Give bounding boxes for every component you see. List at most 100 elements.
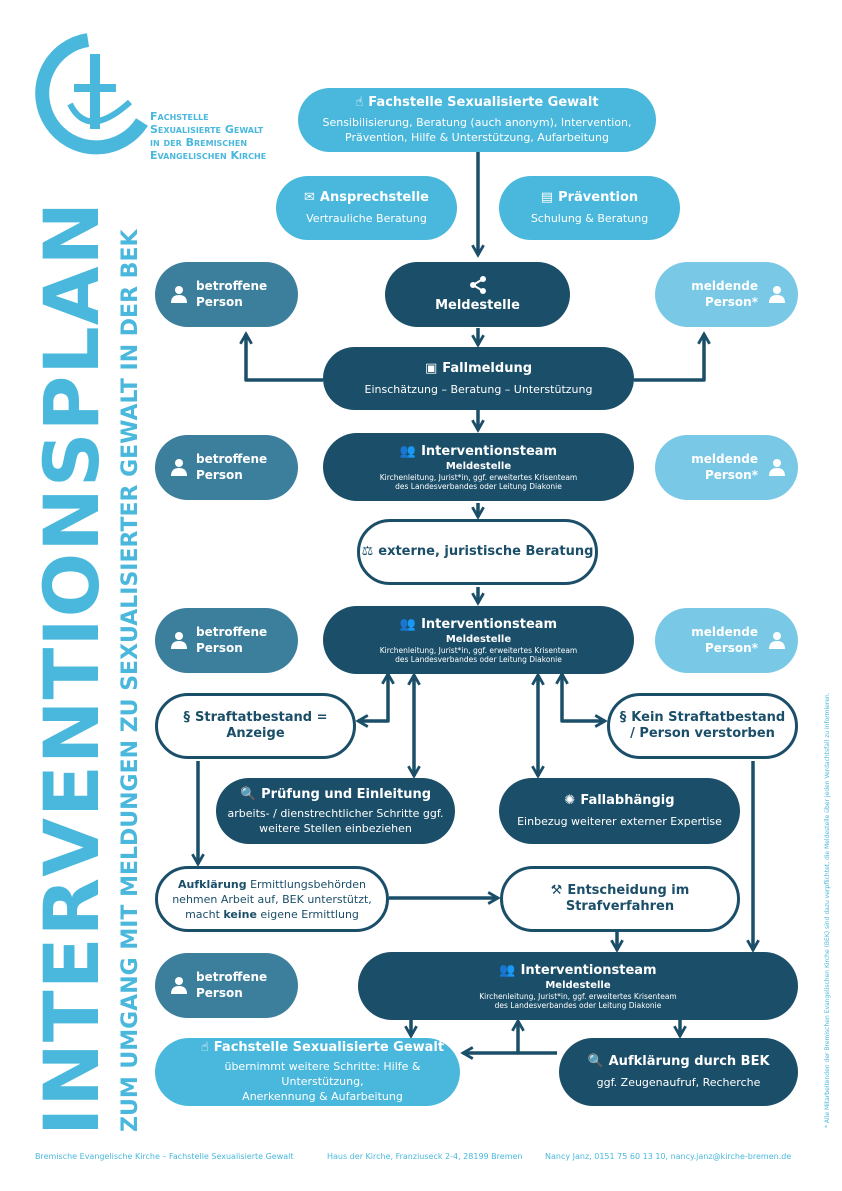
ansprechstelle-sub: Vertrauliche Beratung	[306, 212, 427, 225]
bulb-icon: ✺	[564, 793, 576, 808]
person-label-line: betroffene	[196, 279, 268, 293]
team-icon: 👥	[399, 616, 417, 632]
aufklaerung-bek-title: Aufklärung durch BEK	[608, 1054, 770, 1069]
fallmeldung-box: ▣Fallmeldung Einschätzung – Beratung – U…	[323, 347, 634, 410]
fachstelle-bottom-title: Fachstelle Sexualisierte Gewalt	[213, 1040, 445, 1055]
aufklaerung-line3b: keine	[223, 907, 257, 921]
interventionsteam-box: 👥Interventionsteam Meldestelle Kirchenle…	[323, 433, 634, 501]
pruefung-line1: arbeits- / dienstrechtlicher Schritte gg…	[227, 806, 444, 820]
interventionsteam-title: Interventionsteam	[421, 616, 558, 632]
person-label-line: betroffene	[196, 625, 268, 639]
fachstelle-bottom-line2: Anerkennung & Aufarbeitung	[242, 1090, 403, 1103]
praevention-title: Prävention	[558, 190, 639, 205]
meldende-person-box	[655, 435, 798, 500]
interventionsteam-sub: Meldestelle	[445, 460, 512, 472]
straftatbestand-box: §Straftatbestand = Anzeige	[155, 693, 356, 759]
person-label-line: Person	[196, 641, 243, 655]
fallabhaengig-title: Fallabhängig	[580, 793, 675, 808]
fachstelle-top-box: ☝ Fachstelle Sexualisierte Gewalt Sensibi…	[298, 88, 656, 152]
praevention-sub: Schulung & Beratung	[530, 212, 649, 225]
hand-icon: ☝	[355, 95, 364, 110]
interventionsteam-box: 👥Interventionsteam Meldestelle Kirchenle…	[323, 606, 634, 674]
person-label-line: betroffene	[196, 970, 268, 984]
team-icon: 👥	[499, 962, 516, 978]
aufklaerung-rest: Ermittlungsbehörden	[246, 877, 366, 891]
person-icon	[171, 286, 187, 303]
entscheidung-box: ⚒Entscheidung im Strafverfahren	[500, 866, 740, 932]
interventionsteam-line2: des Landesverbandes oder Leitung Diakoni…	[494, 1000, 662, 1010]
externe-beratung-box: ⚖ externe, juristische Beratung	[357, 519, 598, 585]
person-label-line: Person*	[704, 468, 758, 482]
aufklaerung-bek-sub: ggf. Zeugenaufruf, Recherche	[596, 1076, 761, 1089]
cross-ship-logo-icon	[35, 33, 148, 155]
scales-icon: ⚖	[361, 544, 374, 559]
side-note: * Alle Mitarbeitenden der Bremischen Eva…	[824, 692, 831, 1128]
footer-contact: Nancy Janz, 0151 75 60 13 10, nancy.janz…	[545, 1152, 792, 1161]
betroffene-person-box	[155, 262, 298, 327]
share-icon	[469, 276, 486, 294]
fallmeldung-title: Fallmeldung	[442, 360, 533, 376]
logo-line: in der Bremischen	[150, 136, 248, 149]
kein-straf-title-2: / Person verstorben	[630, 726, 775, 741]
meldende-person-box	[655, 262, 798, 327]
person-label-line: Person	[196, 986, 243, 1000]
person-label-line: Person	[196, 468, 243, 482]
aufklaerung-line3c: eigene Ermittlung	[256, 907, 359, 921]
aufklaerung-line3a: macht	[185, 907, 224, 921]
interventionsteam-line1: Kirchenleitung, Jurist*in, ggf. erweiter…	[479, 991, 677, 1001]
hand-icon: ☝	[200, 1040, 209, 1055]
betroffene-person-box	[155, 435, 298, 500]
aufklaerung-line2: nehmen Arbeit auf, BEK unterstützt,	[172, 892, 372, 906]
aufklaerung-bek-box: 🔍 Aufklärung durch BEK ggf. Zeugenaufruf,…	[559, 1038, 798, 1106]
fachstelle-bottom-box: ☝ Fachstelle Sexualisierte Gewalt übernim…	[155, 1038, 460, 1106]
gavel-icon: ⚒	[550, 883, 563, 898]
fachstelle-desc-1: Sensibilisierung, Beratung (auch anonym)…	[322, 116, 632, 129]
fachstelle-bottom-line1: übernimmt weitere Schritte: Hilfe & Unte…	[224, 1060, 421, 1088]
fallmeldung-sub: Einschätzung – Beratung – Unterstützung	[364, 382, 593, 396]
person-icon	[171, 632, 187, 649]
fachstelle-desc-2: Prävention, Hilfe & Unterstützung, Aufar…	[345, 131, 609, 144]
interventionsteam-title: Interventionsteam	[520, 962, 657, 978]
interventionsteam-sub: Meldestelle	[445, 633, 512, 645]
team-icon: 👥	[399, 443, 417, 459]
logo-text: Fachstelle Sexualisierte Gewalt in der B…	[150, 110, 266, 162]
praevention-box: ▤ Prävention Schulung & Beratung	[499, 176, 680, 240]
meldende-person-box	[655, 608, 798, 673]
fallabhaengig-sub: Einbezug weiterer externer Expertise	[517, 815, 722, 828]
footer-address: Haus der Kirche, Franziuseck 2-4, 28199 …	[327, 1152, 523, 1161]
kein-straf-title-1: Kein Straftatbestand	[631, 710, 786, 725]
meldestelle-title: Meldestelle	[435, 298, 520, 313]
person-label-line: Person*	[704, 295, 758, 309]
straf-title-2: Anzeige	[226, 726, 285, 741]
ansprechstelle-title: Ansprechstelle	[319, 190, 429, 205]
ansprechstelle-box: ✉Ansprechstelle Vertrauliche Beratung	[276, 176, 457, 240]
person-icon	[171, 459, 187, 476]
meldestelle-box: Meldestelle	[385, 262, 570, 327]
straf-title-1: Straftatbestand =	[195, 710, 328, 725]
interventionsteam-box: 👥Interventionsteam Meldestelle Kirchenle…	[358, 952, 798, 1020]
page-title: INTERVENTIONSPLAN	[27, 200, 116, 1136]
aufklaerung-box: Aufklärung Ermittlungsbehörden nehmen Ar…	[155, 866, 389, 932]
logo-line: Evangelischen Kirche	[150, 149, 267, 162]
footer-org: Bremische Evangelische Kirche – Fachstel…	[35, 1152, 294, 1161]
logo-line: Sexualisierte Gewalt	[150, 123, 264, 136]
interventionsteam-line1: Kirchenleitung, Jurist*in, ggf. erweiter…	[379, 472, 578, 482]
aufklaerung-bold: Aufklärung	[178, 877, 247, 891]
magnifier-icon: 🔍	[587, 1054, 604, 1069]
presentation-icon: ▤	[540, 190, 554, 205]
paragraph-icon: §	[619, 710, 627, 725]
extern-title: externe, juristische Beratung	[378, 544, 594, 559]
fachstelle-title: Fachstelle Sexualisierte Gewalt	[368, 95, 599, 110]
person-label-line: Person	[196, 295, 243, 309]
kein-straftatbestand-box: § Kein Straftatbestand / Person verstorbe…	[607, 693, 798, 759]
person-icon	[769, 459, 785, 476]
pruefung-line2: weitere Stellen einbeziehen	[259, 821, 412, 835]
page-subtitle: ZUM UMGANG MIT MELDUNGEN ZU SEXUALISIERT…	[118, 229, 143, 1132]
entscheidung-title: Entscheidung im Strafverfahren	[565, 883, 690, 914]
